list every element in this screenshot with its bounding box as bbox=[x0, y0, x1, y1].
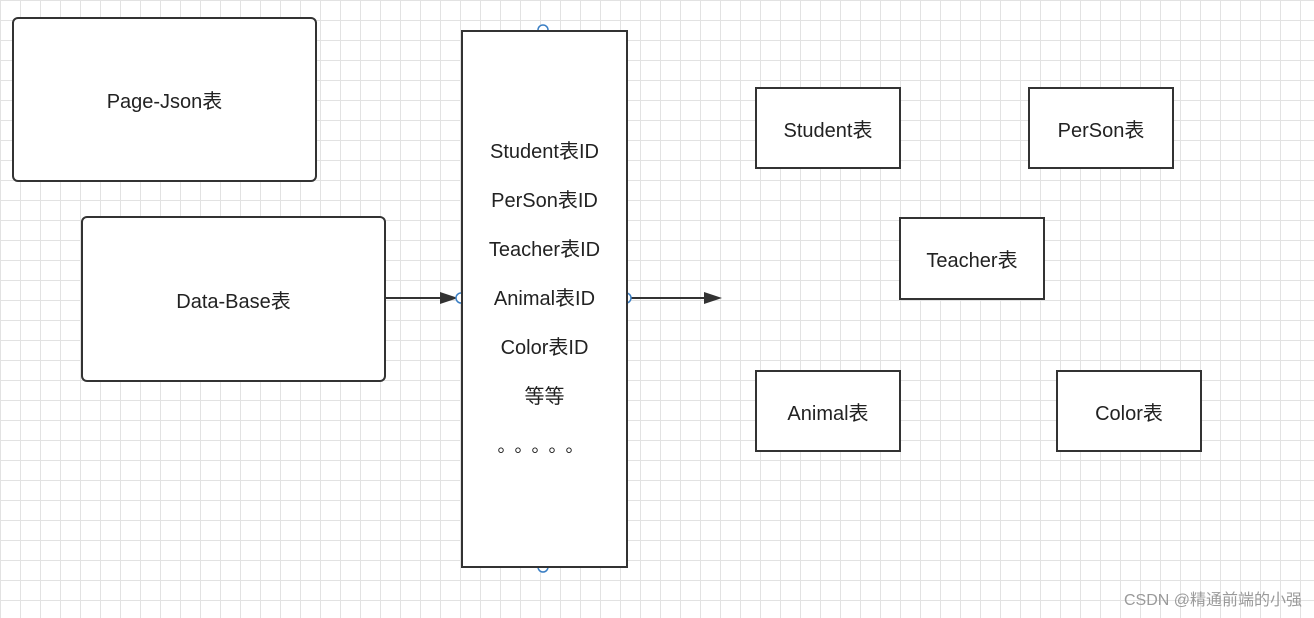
arrowhead-icon bbox=[704, 292, 722, 304]
page-json-label: Page-Json表 bbox=[106, 91, 223, 113]
person-table-node[interactable]: PerSon表 bbox=[1028, 87, 1174, 169]
list-item: Teacher表ID bbox=[488, 238, 601, 261]
color-table-label: Color表 bbox=[1095, 402, 1163, 425]
animal-table-node[interactable]: Animal表 bbox=[755, 370, 901, 452]
student-table-label: Student表 bbox=[783, 119, 873, 142]
student-table-node[interactable]: Student表 bbox=[755, 87, 901, 169]
arrowhead-icon bbox=[440, 292, 458, 304]
edge-database-to-idlist[interactable] bbox=[386, 292, 458, 304]
id-list-node[interactable]: Student表ID PerSon表ID Teacher表ID Animal表I… bbox=[461, 30, 628, 568]
person-table-label: PerSon表 bbox=[1057, 119, 1145, 142]
list-item: Color表ID bbox=[500, 336, 589, 359]
data-base-label: Data-Base表 bbox=[176, 290, 291, 313]
data-base-node[interactable]: Data-Base表 bbox=[81, 216, 386, 382]
list-item: 等等 bbox=[524, 385, 565, 408]
edge-idlist-to-tables[interactable] bbox=[628, 292, 722, 304]
list-item: PerSon表ID bbox=[491, 189, 598, 212]
teacher-table-label: Teacher表 bbox=[926, 250, 1018, 272]
animal-table-label: Animal表 bbox=[787, 402, 869, 425]
list-item: Animal表ID bbox=[493, 287, 596, 310]
page-json-node[interactable]: Page-Json表 bbox=[12, 17, 317, 182]
watermark: CSDN @精通前端的小强 bbox=[1123, 592, 1302, 609]
ellipsis-item: 。。。。。 bbox=[497, 435, 592, 456]
list-item: Student表ID bbox=[490, 140, 599, 163]
color-table-node[interactable]: Color表 bbox=[1056, 370, 1202, 452]
teacher-table-node[interactable]: Teacher表 bbox=[899, 217, 1045, 300]
